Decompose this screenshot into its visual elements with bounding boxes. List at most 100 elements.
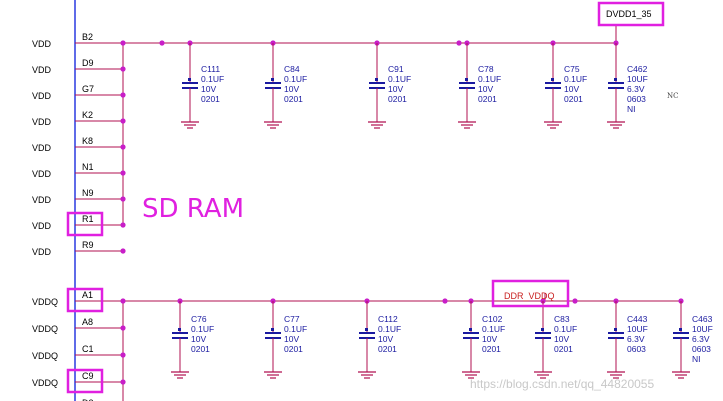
cap-label: 0.1UF (478, 74, 501, 84)
top-pin-group: VDDB2VDDD9VDDG7VDDK2VDDK8VDDN1VDDN9VDDR1… (32, 32, 126, 257)
bottom-pin-group: VDDQA1VDDQA8VDDQC1VDDQC9D2 (32, 287, 126, 401)
pin1-marker (375, 78, 378, 81)
cap-label: 10V (482, 334, 497, 344)
pin-net-name: VDD (32, 91, 52, 101)
ic-pin: VDDQ C9 (32, 368, 126, 394)
cap-label: 0201 (564, 94, 583, 104)
cap-label: 0201 (482, 344, 501, 354)
junction-dot (572, 298, 578, 304)
cap-label: C76 (191, 314, 207, 324)
ground-icon (264, 121, 282, 129)
cap-label: C111 (201, 64, 220, 74)
pin1-marker (541, 328, 544, 331)
cap-label: 10V (564, 84, 579, 94)
cap-label: 0.1UF (378, 324, 401, 334)
cap-label: 10V (478, 84, 493, 94)
cap-label: NI (627, 104, 636, 114)
block-title: SD RAM (142, 194, 244, 224)
ground-icon (458, 121, 476, 129)
cap-label: C443 (627, 314, 648, 324)
cap-label: C83 (554, 314, 570, 324)
cap-label: 0.1UF (284, 74, 307, 84)
pin-net-name: VDD (32, 169, 52, 179)
cap-label: 0603 (692, 344, 711, 354)
ground-icon (607, 371, 625, 379)
pin1-marker (679, 328, 682, 331)
junction-dot (120, 66, 126, 72)
pin-number: A1 (82, 290, 93, 300)
cap-label: 0.1UF (564, 74, 587, 84)
cap-label: C77 (284, 314, 300, 324)
pin1-marker (178, 328, 181, 331)
cap-label: 0201 (378, 344, 397, 354)
junction-dot (120, 222, 126, 228)
junction-dot (120, 325, 126, 331)
pin-number: C9 (82, 371, 94, 381)
cap-label: 10UF (627, 324, 648, 334)
cap-label: 0603 (627, 94, 646, 104)
pin-net-name: VDD (32, 117, 52, 127)
pin-highlight-box (66, 211, 104, 237)
dvdd-net-label: DVDD1_35 (606, 9, 652, 19)
pin1-marker (465, 78, 468, 81)
pin-net-name: VDD (32, 143, 52, 153)
ddr-vddq-net-label-box (491, 279, 570, 308)
cap-label: 6.3V (627, 334, 645, 344)
pin-net-name: VDD (32, 247, 52, 257)
pin-number: D9 (82, 58, 94, 68)
cap-label: 0.1UF (388, 74, 411, 84)
dvdd-net-label-box (597, 1, 665, 27)
ic-pin: VDD R9 (32, 240, 126, 257)
pin-net-name: VDDQ (32, 351, 58, 361)
pin-number: N9 (82, 188, 94, 198)
cap-label: C102 (482, 314, 503, 324)
pin-number: R9 (82, 240, 94, 250)
cap-label: 10UF (692, 324, 713, 334)
cap-label: 10UF (627, 74, 648, 84)
pin-number: A8 (82, 317, 93, 327)
cap-label: 0201 (554, 344, 573, 354)
cap-label: 0.1UF (482, 324, 505, 334)
pin1-marker (188, 78, 191, 81)
cap-label: NI (692, 354, 701, 364)
ground-icon (358, 371, 376, 379)
pin-net-name: VDDQ (32, 378, 58, 388)
ground-icon (462, 371, 480, 379)
ground-icon (672, 371, 690, 379)
pin-number: C1 (82, 344, 94, 354)
ic-pin: VDDQ C1 (32, 344, 126, 361)
cap-label: 0201 (284, 94, 303, 104)
cap-label: 0201 (191, 344, 210, 354)
ground-icon (607, 121, 625, 129)
pin-highlight-box (66, 368, 104, 394)
junction-dot (120, 248, 126, 254)
cap-label: 0201 (201, 94, 220, 104)
cap-label: 10V (378, 334, 393, 344)
pin-number: K2 (82, 110, 93, 120)
ic-pin: VDD K2 (32, 110, 126, 127)
cap-label: 6.3V (627, 84, 645, 94)
junction-dot (456, 40, 462, 46)
cap-label: 10V (201, 84, 216, 94)
pin1-marker (469, 328, 472, 331)
cap-label: C91 (388, 64, 404, 74)
junction-dot (120, 298, 126, 304)
pin-number: N1 (82, 162, 94, 172)
junction-dot (120, 144, 126, 150)
pin1-marker (365, 328, 368, 331)
pin1-marker (614, 328, 617, 331)
cap-label: 6.3V (692, 334, 710, 344)
cap-label: 0.1UF (191, 324, 214, 334)
cap-label: C78 (478, 64, 494, 74)
